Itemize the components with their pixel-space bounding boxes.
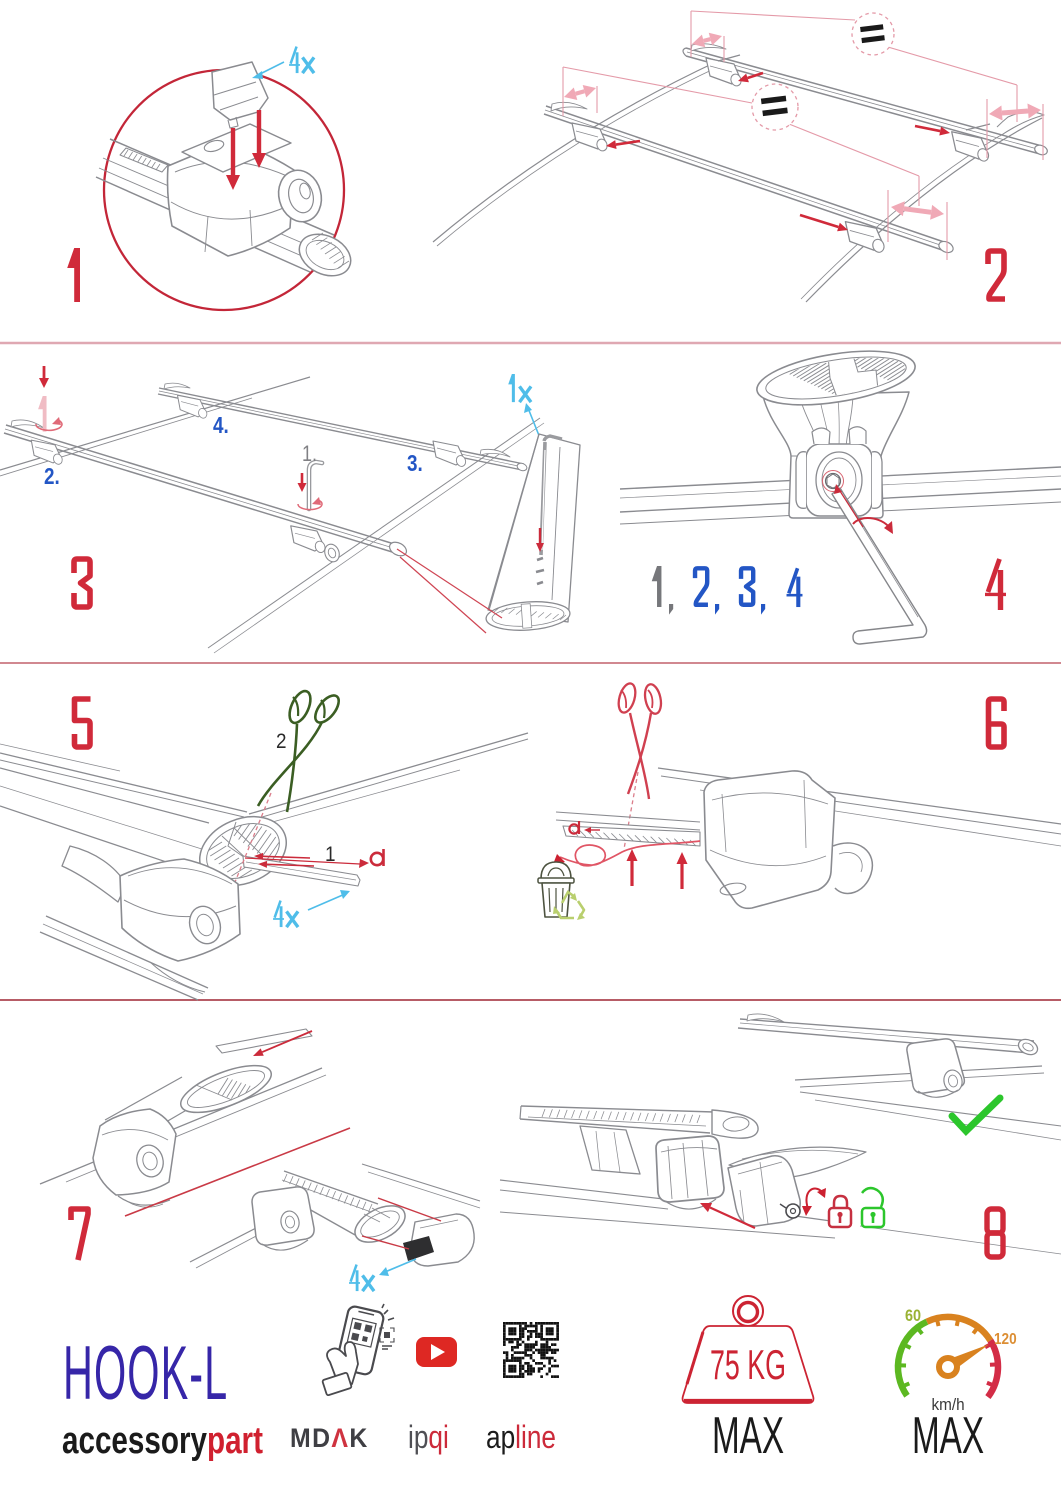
svg-text:apline: apline xyxy=(486,1421,556,1456)
svg-text:ipqi: ipqi xyxy=(408,1421,449,1456)
svg-text:2: 2 xyxy=(276,730,287,753)
svg-text:1: 1 xyxy=(325,843,336,866)
svg-text:km/h: km/h xyxy=(931,1395,964,1414)
svg-text:3.: 3. xyxy=(407,451,423,476)
svg-text:MAX: MAX xyxy=(712,1407,784,1465)
svg-text:HOOK-L: HOOK-L xyxy=(63,1331,228,1415)
svg-text:2.: 2. xyxy=(44,464,60,489)
svg-text:4.: 4. xyxy=(213,413,229,438)
svg-text:120: 120 xyxy=(994,1331,1017,1348)
svg-text:MDΛK: MDΛK xyxy=(290,1424,369,1453)
svg-text:MAX: MAX xyxy=(912,1407,984,1465)
svg-text:60: 60 xyxy=(905,1307,921,1325)
svg-text:1.: 1. xyxy=(302,442,317,466)
svg-text:75 KG: 75 KG xyxy=(710,1341,786,1388)
svg-text:accessorypart: accessorypart xyxy=(62,1420,263,1462)
